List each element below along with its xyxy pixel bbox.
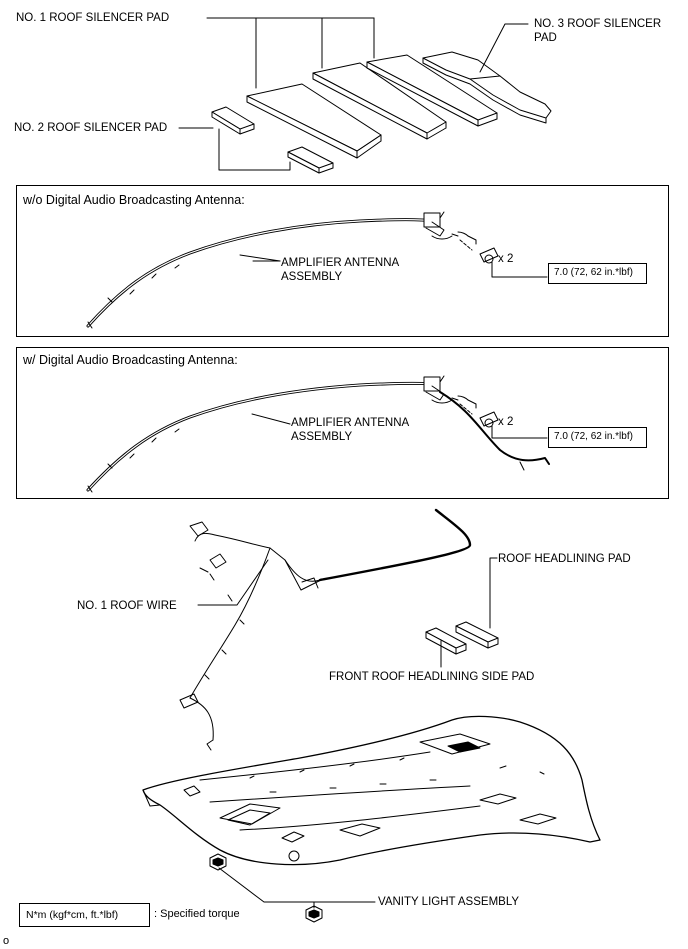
panel-with-dab: w/ Digital Audio Broadcasting Antenna: x… bbox=[16, 347, 669, 499]
torque-spec-box: 7.0 (72, 62 in.*lbf) bbox=[548, 427, 647, 448]
no2-roof-silencer-pad-label: NO. 2 ROOF SILENCER PAD bbox=[14, 122, 168, 134]
bolt-qty: x 2 bbox=[498, 253, 514, 265]
vanity-leader-1 bbox=[218, 867, 376, 903]
panel-without-dab: w/o Digital Audio Broadcasting Antenna: … bbox=[16, 185, 669, 337]
roof-headlining-drawing bbox=[142, 715, 601, 866]
amp-leader-2 bbox=[251, 413, 291, 425]
torque-spec-box: 7.0 (72, 62 in.*lbf) bbox=[548, 263, 647, 284]
no3-roof-silencer-pad-label-2: PAD bbox=[534, 32, 557, 44]
silencer-leaders bbox=[178, 17, 529, 171]
torque-unit-legend: N*m (kgf*cm, ft.*lbf) bbox=[19, 903, 150, 927]
no3-roof-silencer-pad-label-1: NO. 3 ROOF SILENCER bbox=[534, 18, 662, 30]
panel-title: w/o Digital Audio Broadcasting Antenna: bbox=[23, 193, 245, 207]
no1-roof-wire-drawing bbox=[179, 508, 472, 751]
roof-wire-leader bbox=[197, 559, 269, 606]
amplifier-antenna-label-1a: AMPLIFIER ANTENNA bbox=[281, 257, 400, 269]
amplifier-antenna-label-1b: ASSEMBLY bbox=[281, 271, 343, 283]
panel-title: w/ Digital Audio Broadcasting Antenna: bbox=[23, 353, 238, 367]
amplifier-antenna-drawing-2 bbox=[86, 375, 550, 493]
roof-pad-leader bbox=[489, 557, 498, 629]
footer-mark: o bbox=[3, 935, 10, 947]
roof-headlining-pad-label: ROOF HEADLINING PAD bbox=[498, 553, 631, 565]
torque-leader-2 bbox=[491, 425, 548, 439]
no2-roof-silencer-pads bbox=[211, 106, 334, 174]
no1-roof-silencer-pad-label: NO. 1 ROOF SILENCER PAD bbox=[16, 12, 170, 24]
amplifier-antenna-drawing-1 bbox=[86, 211, 499, 329]
vanity-light-assemblies bbox=[209, 853, 323, 923]
amp-leader-1b bbox=[239, 254, 281, 262]
bolt-qty: x 2 bbox=[498, 416, 514, 428]
amplifier-antenna-label-2a: AMPLIFIER ANTENNA bbox=[291, 417, 410, 429]
torque-leader-1 bbox=[491, 261, 548, 278]
amplifier-antenna-label-2b: ASSEMBLY bbox=[291, 431, 353, 443]
no1-roof-wire-label: NO. 1 ROOF WIRE bbox=[77, 600, 177, 612]
headlining-pads bbox=[425, 621, 499, 655]
vanity-light-assembly-label: VANITY LIGHT ASSEMBLY bbox=[378, 896, 520, 908]
torque-legend-desc: : Specified torque bbox=[154, 908, 240, 920]
front-roof-headlining-side-pad-label: FRONT ROOF HEADLINING SIDE PAD bbox=[329, 671, 535, 683]
no3-roof-silencer-pad bbox=[422, 51, 552, 124]
no1-roof-silencer-pads bbox=[246, 54, 498, 159]
